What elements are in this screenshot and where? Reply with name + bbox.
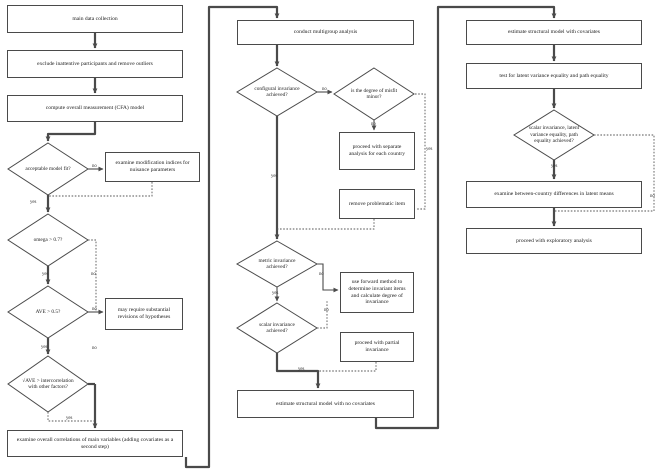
label-ave-yes: yes xyxy=(41,345,48,350)
label-fit-yes: yes xyxy=(30,200,37,205)
box-multigroup-analysis: conduct multigroup analysis xyxy=(237,20,414,45)
box-exploratory-analysis: proceed with exploratory analysis xyxy=(466,228,642,254)
label-scalar-path-no: no xyxy=(650,194,655,199)
label-metric-no: no xyxy=(319,272,324,277)
label-metric-yes: yes xyxy=(272,291,279,296)
label-configural-yes: yes xyxy=(271,174,278,179)
box-forward-method: use forward method to determine invarian… xyxy=(340,272,414,313)
label-sqrt-no: no xyxy=(92,346,97,351)
decision-text-acceptable-fit: acceptable model fit? xyxy=(25,165,71,172)
decision-text-sqrt-ave: √AVE > intercorrelation with other facto… xyxy=(22,377,74,390)
decision-text-omega: omega > 0.7? xyxy=(33,236,63,243)
box-examine-modification: examine modification indices for nuisanc… xyxy=(105,152,200,182)
label-scalar-path-yes: yes xyxy=(551,164,558,169)
box-model-no-covariates: estimate structural model with no covari… xyxy=(237,390,414,418)
label-omega-no: no xyxy=(91,272,96,277)
label-configural-no: no xyxy=(322,87,327,92)
label-misfit-no: no xyxy=(371,122,376,127)
box-exclude-participants: exclude inattentive participants and rem… xyxy=(7,50,183,78)
label-scalar-yes: yes xyxy=(298,367,305,372)
label-sqrt-yes: yes xyxy=(66,416,73,421)
decision-text-misfit: is the degree of misfit minor? xyxy=(350,87,398,100)
box-latent-variance-test: test for latent variance equality and pa… xyxy=(466,63,642,89)
decision-text-configural: configural invariance achieved? xyxy=(254,85,300,98)
label-ave-no: no xyxy=(92,307,97,312)
box-main-data-collection: main data collection xyxy=(7,5,183,33)
decision-text-scalar-path: scalar invariance, latent variance equal… xyxy=(528,125,580,145)
label-omega-yes: yes xyxy=(42,272,49,277)
label-misfit-yes: yes xyxy=(426,147,433,152)
decision-text-metric: metric invariance achieved? xyxy=(258,257,296,270)
decision-text-ave: AVE > 0.5? xyxy=(35,308,61,315)
decision-text-scalar: scalar invariance achieved? xyxy=(259,321,295,334)
box-model-with-covariates: estimate structural model with covariate… xyxy=(466,20,642,45)
box-between-country: examine between-country differences in l… xyxy=(466,181,642,208)
box-cfa-model: compute overall measurement (CFA) model xyxy=(7,95,183,122)
label-scalar-no: no xyxy=(324,308,329,313)
box-substantial-revisions: may require substantial revisions of hyp… xyxy=(105,298,183,330)
box-partial-invariance: proceed with partial invariance xyxy=(340,332,414,362)
box-remove-item: remove problematic item xyxy=(339,189,415,219)
box-separate-analysis: proceed with separate analysis for each … xyxy=(339,132,415,170)
box-overall-correlations: examine overall correlations of main var… xyxy=(7,430,183,457)
label-fit-no: no xyxy=(92,164,97,169)
